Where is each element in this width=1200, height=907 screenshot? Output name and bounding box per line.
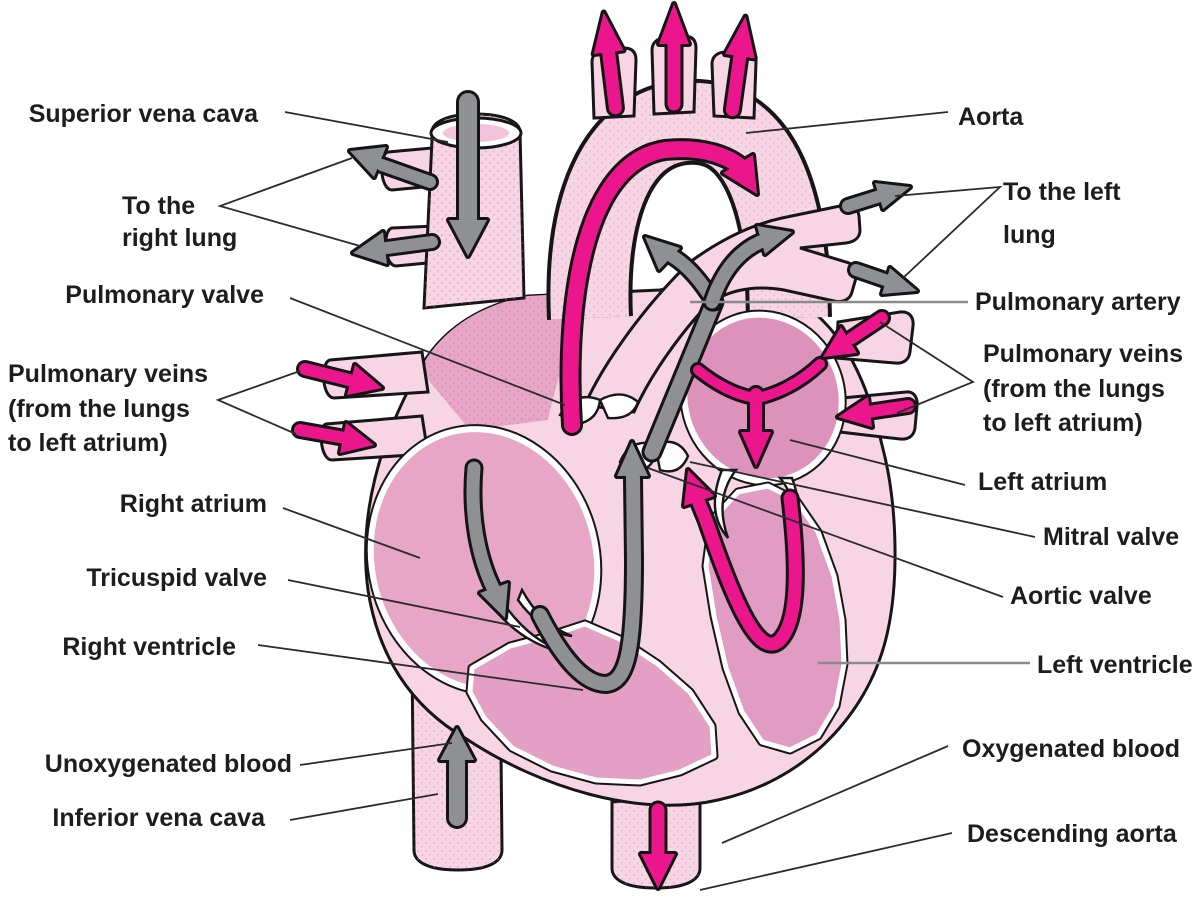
leader-aortic-valve <box>647 467 1004 598</box>
label-aorta: Aorta <box>958 103 1024 131</box>
label-pulmonary-artery: Pulmonary artery <box>975 288 1181 316</box>
label-descending-aorta: Descending aorta <box>967 820 1178 848</box>
leader-mitral-valve <box>689 461 1036 538</box>
right-ventricle-chamber <box>467 621 717 785</box>
label-oxygenated-blood: Oxygenated blood <box>962 735 1180 763</box>
to-right-lung-arrow-lower <box>350 229 441 267</box>
left-ventricle-flow-arrow <box>681 467 805 654</box>
label-mitral-valve: Mitral valve <box>1043 523 1179 551</box>
to-left-lung-arrow-lower <box>847 261 920 297</box>
right-ventricle-flow-arrow <box>530 439 651 695</box>
label-to-the-right-lung-line1: To the <box>122 192 195 220</box>
leader-right-ventricle <box>257 644 584 691</box>
pulmonary-vein-arrow-left-lower <box>291 420 377 456</box>
aorta-branch-arrow-2 <box>656 1 692 114</box>
pulmonary-artery-fork <box>688 203 862 309</box>
leader-aorta <box>745 111 949 134</box>
pulmonary-valve-cusp-2 <box>598 393 640 420</box>
label-inferior-vena-cava: Inferior vena cava <box>52 804 266 832</box>
label-pulmonary-veins-right-line3: to left atrium) <box>983 409 1143 437</box>
right-atrium-flow-arrow <box>463 458 511 621</box>
leader-superior-vena-cava <box>284 111 449 143</box>
leader-unoxygenated-blood <box>299 742 453 766</box>
leader-to-the-left-lung <box>894 185 1003 279</box>
leader-descending-aorta <box>699 832 953 891</box>
leader-pulmonary-veins-left <box>215 370 301 435</box>
label-superior-vena-cava: Superior vena cava <box>29 100 259 128</box>
aorta-branch-arrow-1 <box>590 9 627 118</box>
leader-oxygenated-blood <box>721 745 949 844</box>
descending-aorta-flow-arrow <box>638 800 678 891</box>
pulmonary-vein-arrow-left-upper <box>296 360 385 398</box>
to-right-lung-arrow-upper <box>347 144 439 191</box>
pulmonary-vein-arrow-right-upper <box>820 309 891 360</box>
to-left-lung-arrow-upper <box>839 180 913 215</box>
leader-left-atrium <box>789 439 966 486</box>
heart-top-wall-stipple <box>420 292 600 430</box>
label-to-the-left-lung-line2: lung <box>1003 221 1056 249</box>
label-pulmonary-valve: Pulmonary valve <box>65 281 264 309</box>
label-tricuspid-valve: Tricuspid valve <box>86 564 267 592</box>
leader-right-atrium <box>282 507 421 559</box>
label-to-the-right-lung-line2: right lung <box>122 224 237 252</box>
label-pulmonary-veins-right-line1: Pulmonary veins <box>983 340 1183 368</box>
label-pulmonary-veins-right-line2: (from the lungs <box>983 375 1165 403</box>
left-atrium-flow-arrow <box>690 356 828 469</box>
label-unoxygenated-blood: Unoxygenated blood <box>45 750 292 778</box>
label-left-atrium: Left atrium <box>978 468 1107 496</box>
label-aortic-valve: Aortic valve <box>1010 582 1152 610</box>
label-left-ventricle: Left ventricle <box>1037 651 1193 679</box>
svc-flow-arrow <box>446 90 490 259</box>
aorta-branch-arrow-3 <box>722 13 758 120</box>
leader-inferior-vena-cava <box>289 793 439 821</box>
label-to-the-left-lung-line1: To the left <box>1003 178 1121 206</box>
label-pulmonary-veins-left-line3: to left atrium) <box>8 429 168 457</box>
leader-to-the-right-lung <box>217 157 361 247</box>
label-pulmonary-veins-left-line1: Pulmonary veins <box>8 360 208 388</box>
pulmonary-artery-flow-arrow <box>641 223 795 463</box>
leader-pulmonary-veins-right <box>879 321 975 414</box>
label-right-ventricle: Right ventricle <box>62 633 236 661</box>
aortic-arch-flow-arrow <box>559 138 760 436</box>
leader-tricuspid-valve <box>287 579 521 628</box>
label-pulmonary-veins-left-line2: (from the lungs <box>8 395 190 423</box>
leader-pulmonary-valve <box>289 297 566 406</box>
label-right-atrium: Right atrium <box>120 490 267 518</box>
pulmonary-vein-arrow-right-lower <box>835 394 917 430</box>
